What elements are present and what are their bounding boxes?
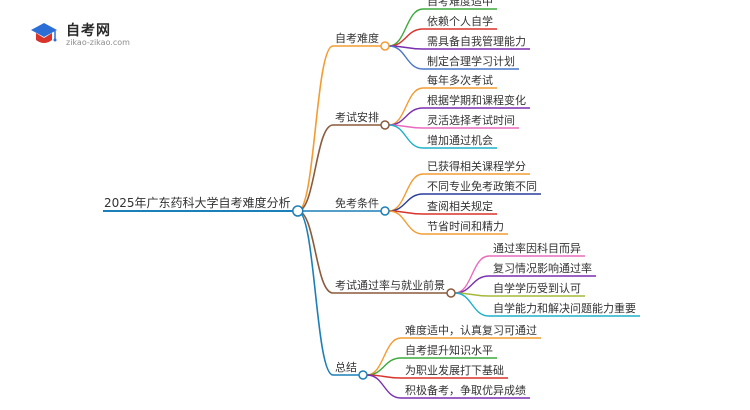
- branch-node: [380, 120, 390, 130]
- logo-title: 自考网: [66, 23, 111, 39]
- branch-label: 免考条件: [335, 196, 379, 210]
- branch-node: [380, 41, 390, 51]
- leaf-label: 自学学历受到认可: [493, 281, 581, 295]
- leaf-label: 难度适中，认真复习可通过: [405, 323, 537, 337]
- root-node: [292, 205, 304, 217]
- leaf-label: 自学能力和解决问题能力重要: [493, 301, 636, 315]
- leaf-label: 已获得相关课程学分: [427, 159, 526, 173]
- leaf-label: 增加通过机会: [427, 133, 493, 147]
- leaf-link: [454, 275, 490, 294]
- leaf-label: 查阅相关规定: [427, 199, 493, 213]
- mindmap-links: [103, 8, 640, 399]
- leaf-link: [388, 193, 424, 212]
- leaf-link: [388, 173, 424, 212]
- leaf-link: [366, 337, 402, 376]
- leaf-link: [366, 374, 402, 399]
- leaf-link: [388, 28, 424, 47]
- leaf-link: [388, 87, 424, 126]
- leaf-label: 自考提升知识水平: [405, 343, 493, 357]
- branch-node: [446, 288, 456, 298]
- leaf-link: [388, 45, 424, 70]
- leaf-label: 节省时间和精力: [427, 220, 504, 233]
- branch-link: [297, 124, 334, 212]
- leaf-label: 自考难度适中: [427, 0, 493, 8]
- leaf-link: [388, 107, 424, 126]
- leaf-label: 依赖个人自学: [427, 14, 493, 28]
- site-logo: 自考网 zikao-zikao.com: [30, 20, 180, 54]
- branch-link: [297, 210, 334, 294]
- logo-domain: zikao-zikao.com: [66, 38, 130, 47]
- branch-label: 考试安排: [335, 110, 379, 124]
- branch-label: 考试通过率与就业前景: [335, 278, 445, 292]
- branch-node: [358, 370, 368, 380]
- leaf-link: [388, 124, 424, 149]
- leaf-link: [388, 210, 424, 235]
- leaf-label: 积极备考，争取优异成绩: [405, 383, 526, 397]
- leaf-label: 为职业发展打下基础: [405, 363, 504, 377]
- leaf-link: [366, 357, 402, 376]
- leaf-link: [454, 292, 490, 317]
- root-label: 2025年广东药科大学自考难度分析: [104, 195, 291, 210]
- mindmap-nodes: 2025年广东药科大学自考难度分析 自考难度 自考难度适中依赖个人自学需具备自我管理…: [104, 0, 636, 397]
- branch-link: [297, 210, 334, 376]
- leaf-label: 不同专业免考政策不同: [427, 179, 537, 193]
- branch-label: 总结: [335, 360, 357, 374]
- leaf-label: 通过率因科目而异: [493, 241, 581, 255]
- leaf-label: 复习情况影响通过率: [493, 261, 592, 275]
- branch-label: 自考难度: [335, 31, 379, 45]
- leaf-link: [388, 8, 424, 47]
- leaf-label: 每年多次考试: [427, 73, 493, 87]
- logo-icon: [31, 23, 57, 43]
- leaf-label: 制定合理学习计划: [427, 54, 515, 68]
- leaf-label: 需具备自我管理能力: [427, 34, 526, 48]
- branch-link: [297, 45, 334, 212]
- branch-node: [380, 206, 390, 216]
- leaf-label: 灵活选择考试时间: [427, 113, 515, 127]
- leaf-label: 根据学期和课程变化: [427, 93, 526, 107]
- leaf-link: [454, 255, 490, 294]
